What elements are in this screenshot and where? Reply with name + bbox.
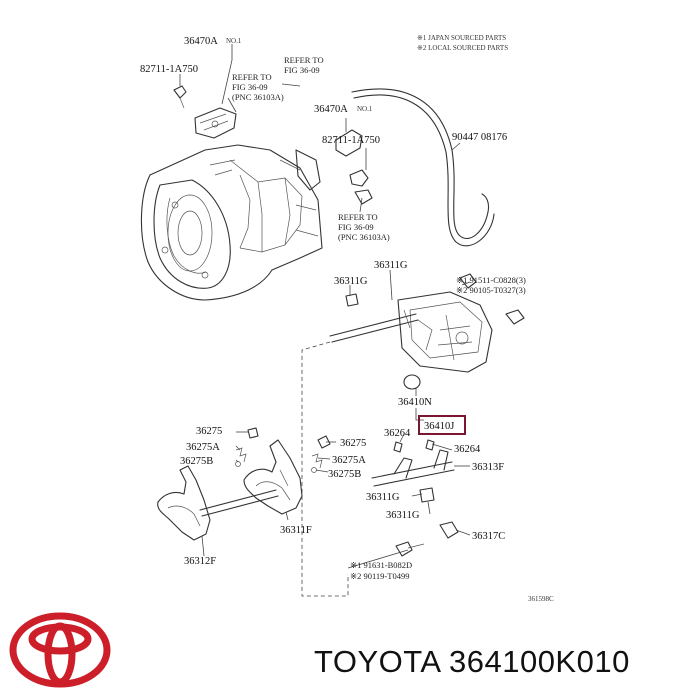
label-91631: ※1 91631-B082D bbox=[350, 560, 412, 570]
highlight-box-36410j bbox=[418, 415, 466, 435]
label-90119: ※2 90119-T0499 bbox=[350, 571, 409, 581]
figure-code: 361598C bbox=[528, 595, 554, 603]
label-36275b-right: 36275B bbox=[328, 469, 361, 480]
label-36311g-c: 36311G bbox=[366, 492, 400, 503]
label-36470a-top-no: NO.1 bbox=[226, 37, 242, 45]
label-36311g-d: 36311G bbox=[386, 510, 420, 521]
label-36410j: 36410J bbox=[424, 421, 454, 432]
label-refer2-b: FIG 36-09 bbox=[284, 65, 320, 75]
label-36470a-mid-no: NO.1 bbox=[357, 105, 373, 113]
label-90105: ※2 90105-T0327(3) bbox=[456, 285, 526, 295]
toyota-logo-icon bbox=[9, 612, 111, 688]
label-refer3-c: (PNC 36103A) bbox=[338, 232, 390, 242]
label-36264-a: 36264 bbox=[384, 428, 411, 439]
shift-cable bbox=[335, 88, 495, 247]
label-refer2-a: REFER TO bbox=[284, 55, 324, 65]
shift-fork-36312f bbox=[157, 465, 279, 541]
label-36275b-left: 36275B bbox=[180, 456, 213, 467]
label-82711-mid: 82711-1A750 bbox=[322, 135, 380, 146]
bracket-36470a-top bbox=[194, 107, 237, 139]
label-36470a-mid: 36470A bbox=[314, 104, 348, 115]
part-labels: 36470A NO.1 82711-1A750 REFER TO FIG 36-… bbox=[140, 36, 554, 603]
brand-part-number: TOYOTA 364100K010 bbox=[314, 644, 630, 679]
bolt-91631 bbox=[395, 541, 425, 557]
label-36311g-a: 36311G bbox=[374, 260, 408, 271]
label-36311f: 36311F bbox=[280, 525, 312, 536]
label-refer3-a: REFER TO bbox=[338, 212, 378, 222]
leader-lines bbox=[179, 44, 471, 597]
label-refer3-b: FIG 36-09 bbox=[338, 222, 374, 232]
label-36313f: 36313F bbox=[472, 462, 504, 473]
label-36275-right: 36275 bbox=[340, 438, 366, 449]
legend-local-sourced: ※2 LOCAL SOURCED PARTS bbox=[417, 44, 508, 52]
label-refer1-a: REFER TO bbox=[232, 72, 272, 82]
oil-seal-36410n bbox=[403, 374, 421, 390]
interlock-pins-left bbox=[235, 427, 259, 467]
label-36275a-left: 36275A bbox=[186, 442, 220, 453]
label-36410n: 36410N bbox=[398, 397, 432, 408]
transmission-case bbox=[140, 144, 323, 301]
label-refer1-c: (PNC 36103A) bbox=[232, 92, 284, 102]
label-36470a-top: 36470A bbox=[184, 36, 218, 47]
label-36311g-b: 36311G bbox=[334, 276, 368, 287]
label-36275-left: 36275 bbox=[196, 426, 222, 437]
interlock-pins-right bbox=[311, 435, 331, 473]
label-36264-b: 36264 bbox=[454, 444, 481, 455]
label-36275a-right: 36275A bbox=[332, 455, 366, 466]
shift-shaft bbox=[329, 293, 419, 343]
selector-shaft-36313f bbox=[371, 439, 459, 539]
legend-japan-sourced: ※1 JAPAN SOURCED PARTS bbox=[417, 34, 506, 42]
label-90447: 90447 08176 bbox=[452, 132, 507, 143]
bolt-82711-top bbox=[173, 85, 187, 109]
legend: ※1 JAPAN SOURCED PARTS ※2 LOCAL SOURCED … bbox=[417, 34, 508, 52]
label-36317c: 36317C bbox=[472, 531, 505, 542]
shift-lever-housing bbox=[397, 273, 525, 373]
label-82711-top: 82711-1A750 bbox=[140, 64, 198, 75]
label-refer1-b: FIG 36-09 bbox=[232, 82, 268, 92]
shift-fork-36311f bbox=[243, 439, 303, 515]
label-91511: ※1 91511-C0828(3) bbox=[456, 275, 526, 285]
label-36312f: 36312F bbox=[184, 556, 216, 567]
